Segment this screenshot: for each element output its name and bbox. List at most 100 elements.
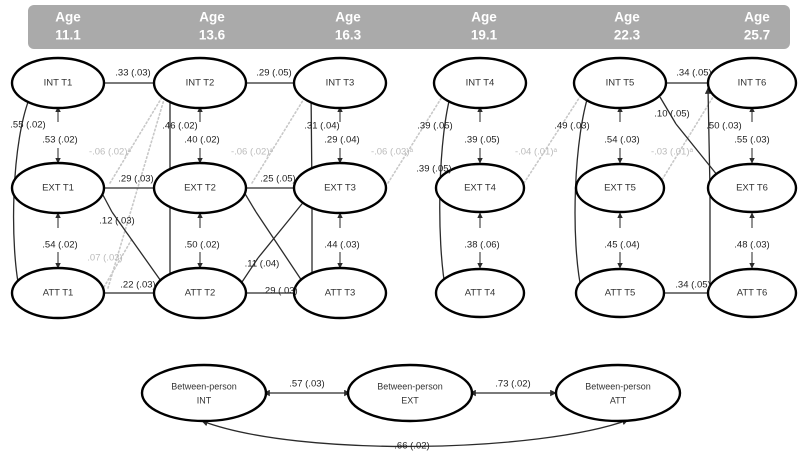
node-ext-t5-label: EXT T5 — [604, 183, 636, 194]
coef-int-t5-t6: .34 (.05) — [676, 68, 711, 79]
node-ext-t2-label: EXT T2 — [184, 183, 216, 194]
node-att-t2-shape — [152, 266, 248, 320]
coef-int-ext-t1: .53 (.02) — [42, 135, 77, 146]
node-att-t5-label: ATT T5 — [605, 288, 636, 299]
arrow-bp-int-att — [201, 418, 629, 448]
node-int-t6[interactable]: INT T6 — [706, 56, 798, 110]
node-bp-int[interactable]: Between-person INT — [140, 363, 268, 423]
node-int-t1-shape — [10, 56, 106, 110]
node-int-t1[interactable]: INT T1 — [10, 56, 106, 110]
node-bp-att-line1: Between-person — [585, 381, 651, 391]
age-value-3: 16.3 — [335, 28, 362, 43]
node-bp-int-line2: INT — [197, 395, 212, 405]
within-column-arrows-group — [55, 106, 755, 269]
node-att-t1-shape — [10, 266, 106, 320]
coefficient-labels-group: .33 (.03) .29 (.05) .34 (.05) .29 (.03) … — [10, 68, 769, 297]
node-bp-ext[interactable]: Between-person EXT — [346, 363, 474, 423]
coef-ns-att-t1-t2: .07 (.03) — [87, 253, 122, 264]
node-int-t5[interactable]: INT T5 — [572, 56, 668, 110]
node-att-t1[interactable]: ATT T1 — [10, 266, 106, 320]
node-int-t2-shape — [152, 56, 248, 110]
node-att-t3[interactable]: ATT T3 — [292, 266, 388, 320]
coef-ext-att-t6: .48 (.03) — [734, 240, 769, 251]
coef-ns-t3-t4: -.06 (.03)ᵃ — [371, 147, 414, 158]
node-att-t3-shape — [292, 266, 388, 320]
between-person-section: Between-person INT Between-person EXT Be… — [140, 363, 682, 452]
node-att-t5[interactable]: ATT T5 — [574, 267, 666, 319]
coef-int-ext-t3: .29 (.04) — [324, 135, 359, 146]
ns-path-t2-ext-to-t3-int — [251, 88, 311, 184]
node-att-t6-shape — [706, 267, 798, 319]
node-att-t4-label: ATT T4 — [465, 288, 496, 299]
coef-int-ext-t4: .39 (.05) — [464, 135, 499, 146]
coef-int-t4-extra: .39 (.05) — [416, 164, 451, 175]
coef-ext-att-t5: .45 (.04) — [604, 240, 639, 251]
node-int-t4[interactable]: INT T4 — [432, 56, 528, 110]
age-value-5: 22.3 — [614, 28, 641, 43]
coef-ext-att-t1: .54 (.02) — [42, 240, 77, 251]
coef-int-t5-to-ext-t6: .10 (.05) — [654, 109, 689, 120]
node-int-t5-shape — [572, 56, 668, 110]
node-att-t6[interactable]: ATT T6 — [706, 267, 798, 319]
node-att-t6-label: ATT T6 — [737, 288, 768, 299]
node-ext-t5-shape — [574, 162, 666, 214]
coef-att-t1-t2: .22 (.03) — [120, 280, 155, 291]
node-ext-t1-shape — [10, 161, 106, 215]
node-ext-t3-shape — [292, 161, 388, 215]
ns-path-t1-att-to-t2-int — [107, 85, 169, 289]
node-ext-t2[interactable]: EXT T2 — [152, 161, 248, 215]
node-ext-t1[interactable]: EXT T1 — [10, 161, 106, 215]
age-label-prefix-3: Age — [335, 10, 361, 25]
node-int-t2[interactable]: INT T2 — [152, 56, 248, 110]
age-label-prefix-5: Age — [614, 10, 640, 25]
coef-att-t5-t6: .34 (.05) — [675, 280, 710, 291]
node-int-t4-label: INT T4 — [466, 78, 495, 89]
node-bp-ext-line1: Between-person — [377, 381, 443, 391]
coef-int-t2-t3: .29 (.05) — [256, 68, 291, 79]
coef-bp-int-ext: .57 (.03) — [289, 379, 324, 390]
coef-att-t4-to-int-t5: .49 (.03) — [554, 121, 589, 132]
node-ext-t5[interactable]: EXT T5 — [574, 162, 666, 214]
coef-ext-t1-to-int-t2: .46 (.02) — [162, 121, 197, 132]
node-bp-int-shape — [140, 363, 268, 423]
stub-int-t5-down — [659, 96, 677, 125]
node-att-t4[interactable]: ATT T4 — [434, 267, 526, 319]
coef-int-ext-t6: .55 (.03) — [734, 135, 769, 146]
node-att-t4-shape — [434, 267, 526, 319]
within-person-nodes-group: INT T1 INT T2 INT T3 INT T4 INT T5 INT T… — [10, 56, 798, 320]
node-int-t3-shape — [292, 56, 388, 110]
stub-att-t2-to-ext-t3 — [257, 193, 311, 259]
node-int-t3[interactable]: INT T3 — [292, 56, 388, 110]
node-att-t1-label: ATT T1 — [43, 288, 74, 299]
node-int-t4-shape — [432, 56, 528, 110]
node-int-t2-label: INT T2 — [186, 78, 215, 89]
coef-ext-att-t4: .38 (.06) — [464, 240, 499, 251]
coef-att-t3-to-int-t4: .39 (.05) — [417, 121, 452, 132]
node-bp-int-line1: Between-person — [171, 381, 237, 391]
node-att-t5-shape — [574, 267, 666, 319]
coef-bp-ext-att: .73 (.02) — [495, 379, 530, 390]
age-label-prefix-2: Age — [199, 10, 225, 25]
stub-ext-t2-to-att-t3 — [255, 211, 309, 291]
node-ext-t6[interactable]: EXT T6 — [706, 162, 798, 214]
age-value-4: 19.1 — [471, 28, 498, 43]
node-att-t3-label: ATT T3 — [325, 288, 356, 299]
node-ext-t3[interactable]: EXT T3 — [292, 161, 388, 215]
node-ext-t6-label: EXT T6 — [736, 183, 768, 194]
node-bp-att-shape — [554, 363, 682, 423]
ns-path-t1-att-diag — [103, 238, 133, 288]
node-att-t2[interactable]: ATT T2 — [152, 266, 248, 320]
node-ext-t4[interactable]: EXT T4 — [434, 162, 526, 214]
coef-ext-t2-t3: .25 (.05) — [260, 174, 295, 185]
coef-ns-t4-t5: -.04 (.01)ᵃ — [515, 147, 558, 158]
node-ext-t4-label: EXT T4 — [464, 183, 496, 194]
coef-att-t2-t3: .29 (.03) — [262, 286, 297, 297]
node-int-t6-shape — [706, 56, 798, 110]
node-ext-t1-label: EXT T1 — [42, 183, 74, 194]
coef-ns-t5-t6: -.03 (.01)ᵃ — [651, 147, 694, 158]
coef-ns-t1-t2: -.06 (.02)ᵃ — [89, 147, 132, 158]
age-label-prefix-6: Age — [744, 10, 770, 25]
node-bp-att[interactable]: Between-person ATT — [554, 363, 682, 423]
age-label-prefix-4: Age — [471, 10, 497, 25]
